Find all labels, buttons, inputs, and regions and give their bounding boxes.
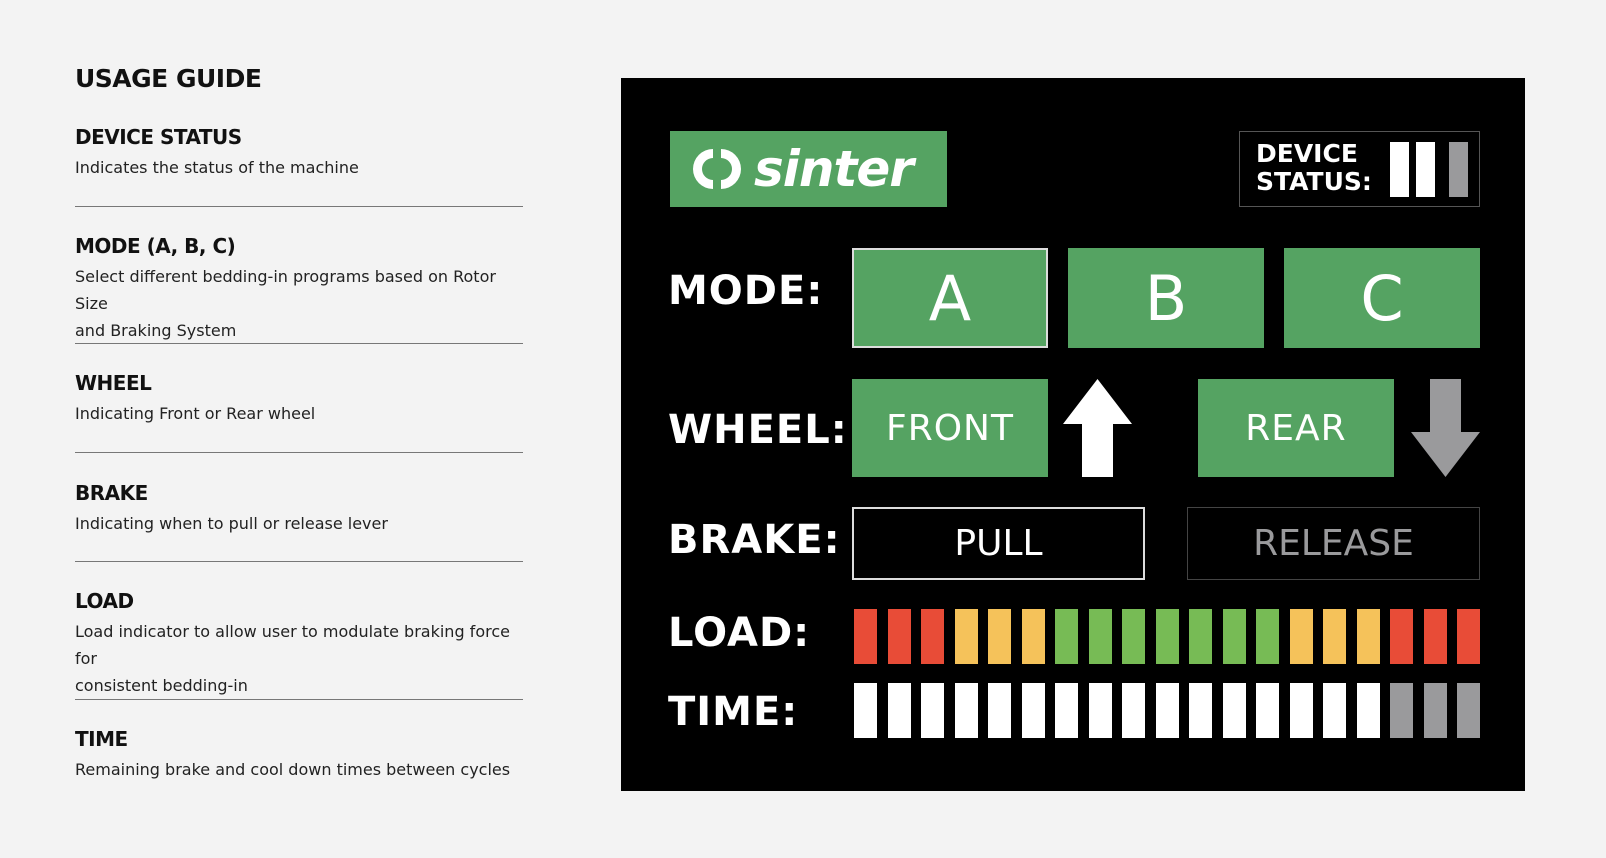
load-segment-yellow: [988, 609, 1011, 664]
usage-guide-title: USAGE GUIDE: [75, 64, 262, 93]
sinter-logo-icon: [693, 149, 741, 189]
time-segment-remaining: [921, 683, 944, 738]
divider: [75, 206, 523, 207]
wheel-label: WHEEL:: [668, 407, 848, 453]
time-segment-remaining: [854, 683, 877, 738]
section-heading: LOAD: [75, 589, 134, 613]
time-segment-remaining: [1256, 683, 1279, 738]
load-segment-yellow: [1356, 609, 1380, 664]
load-segment-red: [1390, 609, 1413, 664]
load-segment-green: [1256, 609, 1279, 664]
guide-section-mode: MODE (A, B, C) Select different bedding-i…: [75, 233, 523, 344]
wheel-rear-button[interactable]: REAR: [1198, 379, 1394, 477]
load-segment-red: [887, 609, 911, 664]
time-segment-remaining: [1055, 683, 1078, 738]
load-segment-yellow: [954, 609, 978, 664]
load-segment-yellow: [1323, 609, 1346, 664]
divider: [75, 699, 523, 700]
logo-text: sinter: [754, 140, 914, 198]
mode-label: MODE:: [668, 268, 824, 314]
arrow-up-icon: [1063, 379, 1132, 477]
time-segment-remaining: [1155, 683, 1179, 738]
section-desc: Remaining brake and cool down times betw…: [75, 760, 511, 779]
brake-pull-button[interactable]: PULL: [852, 507, 1145, 580]
time-segment-remaining: [1122, 683, 1145, 738]
divider: [75, 452, 523, 453]
guide-section-time: TIME Remaining brake and cool down times …: [75, 726, 523, 783]
time-segment-remaining: [1289, 683, 1313, 738]
section-heading: BRAKE: [75, 481, 148, 505]
divider: [75, 561, 523, 562]
time-segment-remaining: [1021, 683, 1045, 738]
section-heading: DEVICE STATUS: [75, 125, 242, 149]
guide-section-wheel: WHEEL Indicating Front or Rear wheel: [75, 370, 523, 427]
wheel-front-button[interactable]: FRONT: [852, 379, 1048, 477]
load-segment-green: [1122, 609, 1145, 664]
arrow-down-icon: [1411, 379, 1480, 477]
load-segment-yellow: [1021, 609, 1045, 664]
time-segment-remaining: [1088, 683, 1112, 738]
load-segment-red: [921, 609, 944, 664]
load-label: LOAD:: [668, 610, 811, 656]
time-segment-elapsed: [1457, 683, 1480, 738]
load-segment-red: [1423, 609, 1447, 664]
section-desc: Indicating when to pull or release lever: [75, 514, 388, 533]
sinter-logo: sinter: [670, 131, 947, 207]
time-segment-remaining: [1356, 683, 1380, 738]
status-bar-on: [1416, 142, 1435, 197]
time-label: TIME:: [668, 689, 799, 735]
guide-section-load: LOAD Load indicator to allow user to modu…: [75, 588, 523, 699]
load-segment-yellow: [1289, 609, 1313, 664]
guide-section-brake: BRAKE Indicating when to pull or release …: [75, 480, 523, 537]
time-segment-remaining: [954, 683, 978, 738]
time-segment-remaining: [1222, 683, 1246, 738]
section-desc: Load indicator to allow user to modulate…: [75, 622, 510, 695]
section-desc: Indicating Front or Rear wheel: [75, 404, 316, 423]
section-heading: MODE (A, B, C): [75, 234, 236, 258]
time-segment-remaining: [1323, 683, 1346, 738]
section-heading: WHEEL: [75, 371, 152, 395]
time-segment-elapsed: [1423, 683, 1447, 738]
load-segment-green: [1222, 609, 1246, 664]
section-desc: Indicates the status of the machine: [75, 158, 359, 177]
time-segment-elapsed: [1390, 683, 1413, 738]
section-desc: Select different bedding-in programs bas…: [75, 267, 496, 340]
load-segment-red: [854, 609, 877, 664]
guide-section-device-status: DEVICE STATUS Indicates the status of the…: [75, 124, 523, 181]
load-segment-green: [1088, 609, 1112, 664]
time-segment-remaining: [887, 683, 911, 738]
section-heading: TIME: [75, 727, 128, 751]
status-bar-off: [1449, 142, 1468, 197]
load-segment-green: [1189, 609, 1212, 664]
load-segment-green: [1055, 609, 1078, 664]
brake-label: BRAKE:: [668, 517, 841, 563]
divider: [75, 343, 523, 344]
time-segment-remaining: [1189, 683, 1212, 738]
load-segment-red: [1457, 609, 1480, 664]
load-segment-green: [1155, 609, 1179, 664]
mode-a-button[interactable]: A: [852, 248, 1048, 348]
brake-release-button[interactable]: RELEASE: [1187, 507, 1480, 580]
mode-c-button[interactable]: C: [1284, 248, 1480, 348]
status-bar-on: [1390, 142, 1409, 197]
time-segment-remaining: [988, 683, 1011, 738]
mode-b-button[interactable]: B: [1068, 248, 1264, 348]
